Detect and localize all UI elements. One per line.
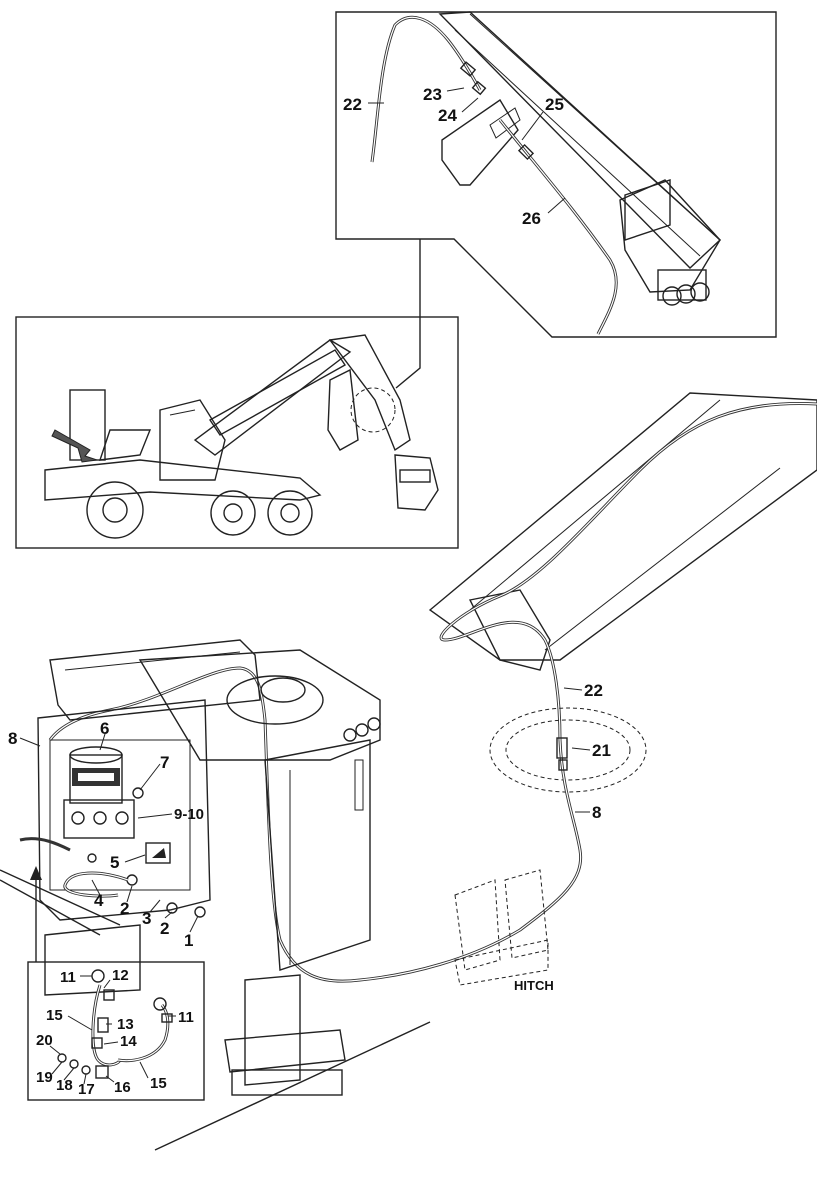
callout-26: 26 xyxy=(522,209,541,228)
callout-3: 3 xyxy=(142,909,151,928)
hitch-label: HITCH xyxy=(514,978,554,993)
callout-15-b: 15 xyxy=(150,1075,167,1092)
callout-17: 17 xyxy=(78,1081,95,1098)
callout-6: 6 xyxy=(100,719,109,738)
pointer-arrow-icon xyxy=(30,866,42,880)
valve-kit-inset: 11 12 15 13 14 11 20 19 18 17 16 15 xyxy=(27,961,205,1101)
callout-13: 13 xyxy=(117,1016,134,1033)
callout-11-a: 11 xyxy=(60,969,76,986)
callout-7: 7 xyxy=(160,753,169,772)
callout-16: 16 xyxy=(114,1079,131,1096)
callout-14: 14 xyxy=(120,1033,137,1050)
callout-24: 24 xyxy=(438,106,457,125)
warning-symbol xyxy=(145,842,171,864)
boom-tip-detail-panel: 22 23 24 25 26 xyxy=(335,11,777,338)
callout-21: 21 xyxy=(592,741,611,760)
callout-9-10: 9-10 xyxy=(174,806,204,823)
callout-22-top: 22 xyxy=(343,95,362,114)
callout-11-b: 11 xyxy=(178,1009,194,1026)
callout-22-main: 22 xyxy=(584,681,603,700)
coupling-21 xyxy=(556,737,568,759)
callout-8-right: 8 xyxy=(592,803,601,822)
callout-23: 23 xyxy=(423,85,442,104)
callout-20: 20 xyxy=(36,1032,53,1049)
slew-ring xyxy=(489,707,647,793)
machine-frame-assembly xyxy=(0,639,431,1151)
callout-4: 4 xyxy=(94,891,104,910)
callout-12: 12 xyxy=(112,967,129,984)
callout-15-a: 15 xyxy=(46,1007,63,1024)
callout-8-left: 8 xyxy=(8,729,17,748)
machine-overview-panel xyxy=(15,316,459,549)
callout-2-a: 2 xyxy=(120,899,129,918)
hitch-outline xyxy=(454,869,549,986)
callout-5: 5 xyxy=(110,853,119,872)
callout-1: 1 xyxy=(184,931,193,950)
hose-22-8-route xyxy=(48,666,583,983)
callout-19: 19 xyxy=(36,1069,53,1086)
crane-boom-section xyxy=(428,392,817,741)
detail-connector-line xyxy=(395,239,421,389)
callout-18: 18 xyxy=(56,1077,73,1094)
callout-2-b: 2 xyxy=(160,919,169,938)
callout-25: 25 xyxy=(545,95,564,114)
location-arrow-icon xyxy=(51,429,98,463)
